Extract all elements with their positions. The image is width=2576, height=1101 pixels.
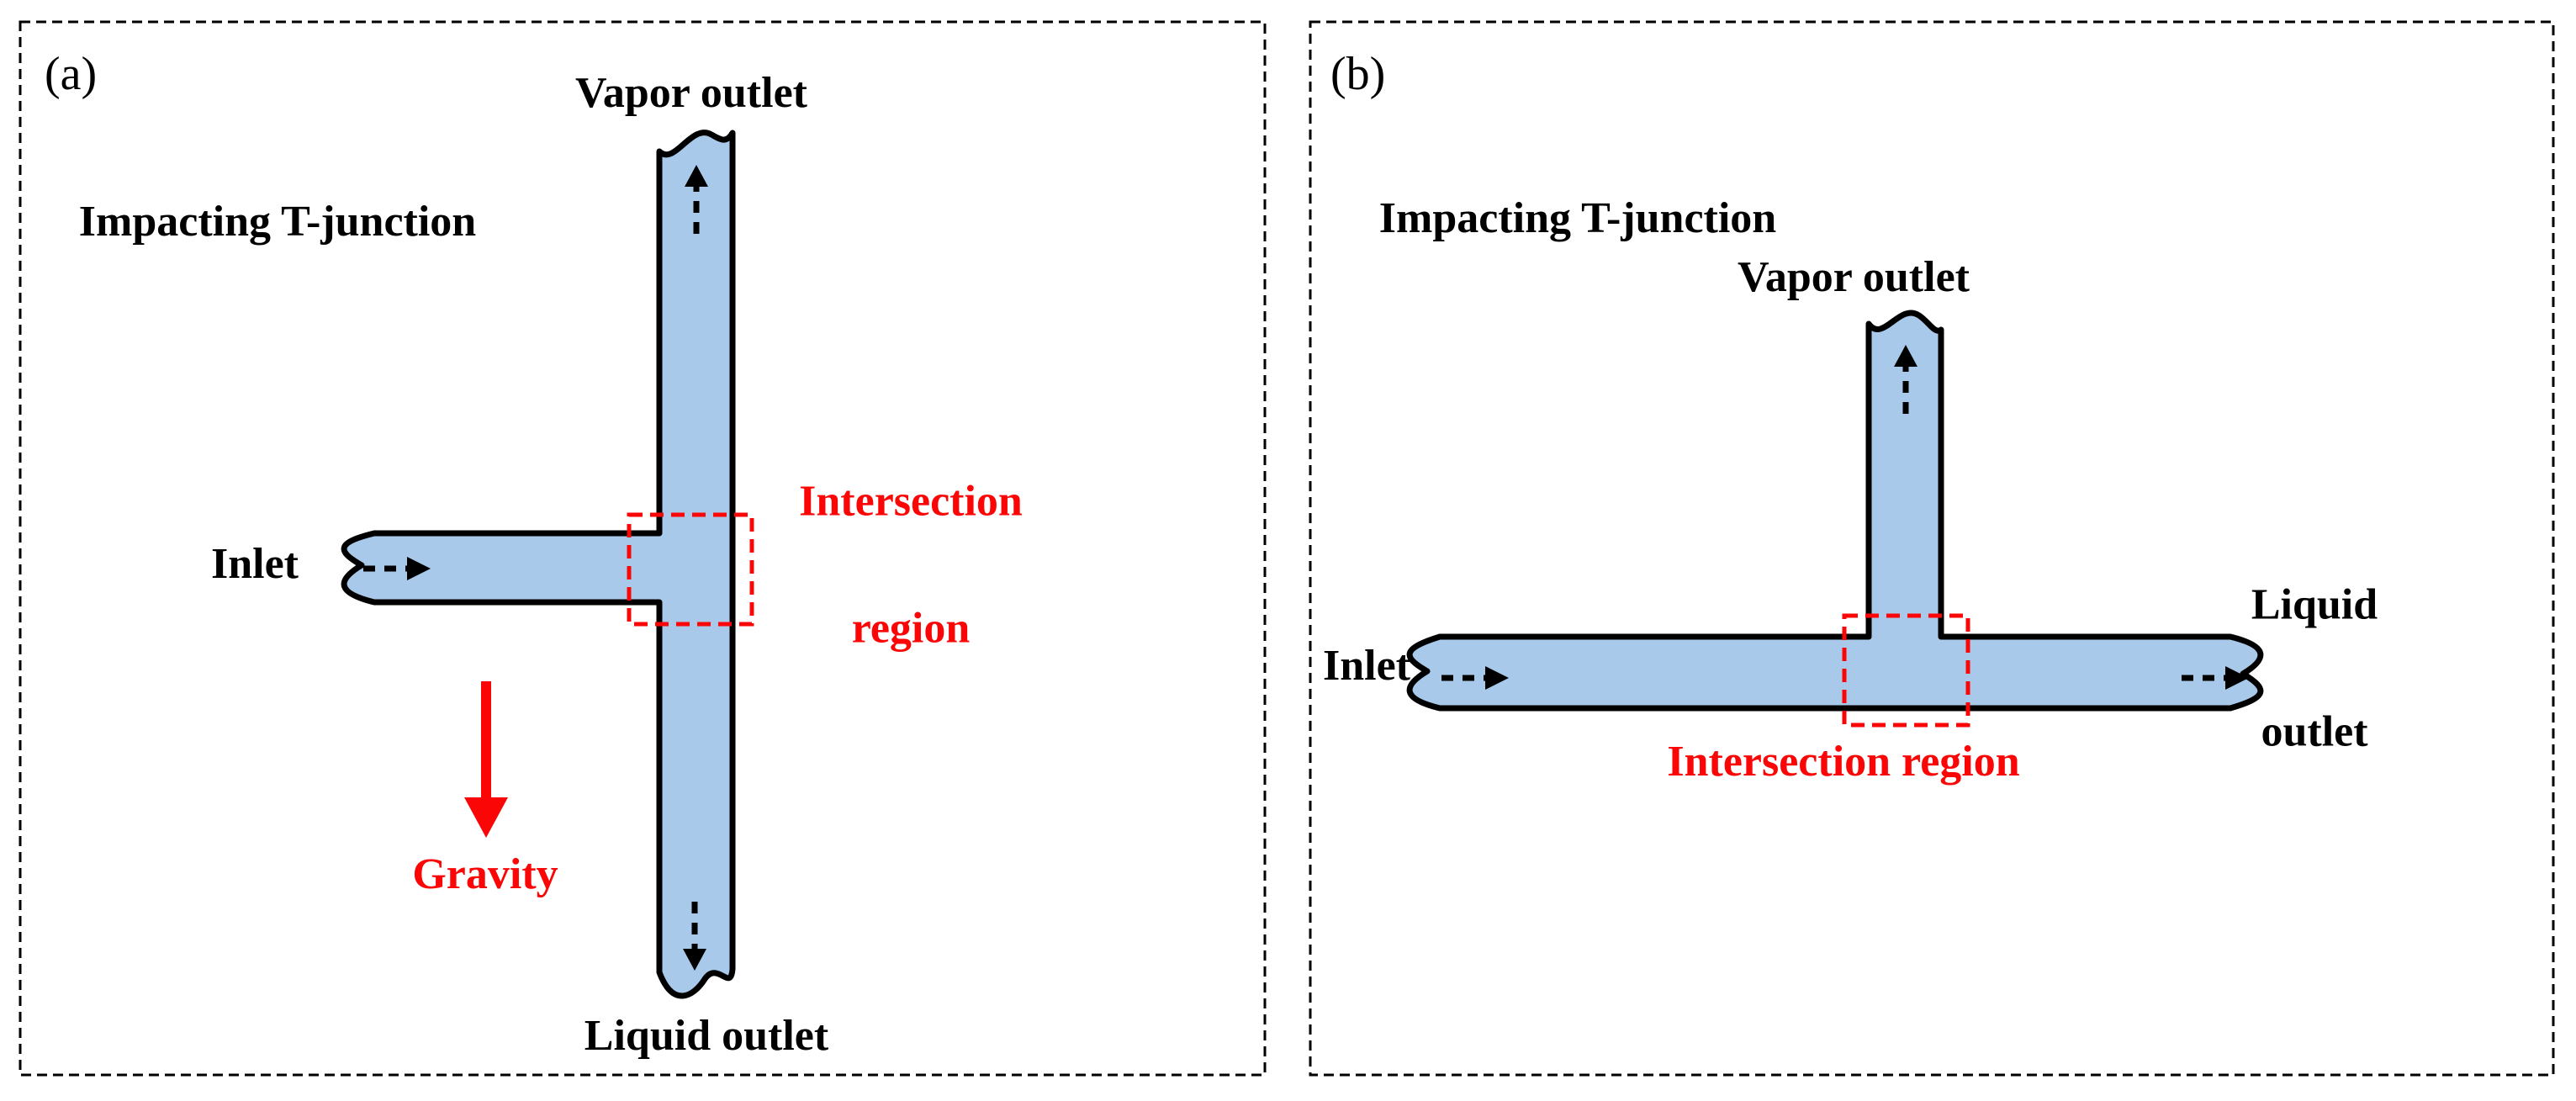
channel-t-junction-a bbox=[341, 130, 736, 999]
inlet-flow-arrow-b-icon bbox=[1441, 666, 1509, 690]
panel-a-border bbox=[19, 20, 1267, 1077]
channel-t-junction-b bbox=[1406, 310, 2264, 712]
panel-a-tag: (a) bbox=[45, 48, 98, 100]
inlet-label-a: Inlet bbox=[211, 540, 299, 589]
intersection-region-label-b: Intersection region bbox=[1667, 738, 2020, 786]
panel-b-tag: (b) bbox=[1330, 48, 1386, 100]
liquid-outlet-label-b: Liquid outlet bbox=[2251, 511, 2378, 828]
vapor-outlet-label-b: Vapor outlet bbox=[1738, 253, 1970, 302]
vapor-flow-arrow-b-icon bbox=[1894, 345, 1917, 414]
vapor-outlet-label-a: Vapor outlet bbox=[575, 69, 807, 118]
intersection-region-label-a: Intersection region bbox=[799, 407, 1023, 724]
panel-a-title: Impacting T-junction bbox=[78, 198, 477, 246]
liquid-outlet-label-a: Liquid outlet bbox=[584, 1012, 829, 1061]
liquid-outlet-label-b-line2: outlet bbox=[2261, 707, 2368, 756]
intersection-region-label-a-line1: Intersection bbox=[799, 477, 1023, 526]
panel-b-title: Impacting T-junction bbox=[1378, 194, 1777, 243]
intersection-region-label-a-line2: region bbox=[851, 604, 971, 653]
inlet-label-b: Inlet bbox=[1323, 642, 1410, 691]
vapor-flow-arrow-a-icon bbox=[685, 165, 708, 234]
intersection-region-box-a bbox=[627, 512, 754, 627]
inlet-flow-arrow-a-icon bbox=[363, 557, 431, 580]
liquid-flow-arrow-a-icon bbox=[683, 902, 706, 971]
gravity-arrow-icon bbox=[464, 681, 508, 838]
intersection-region-box-b bbox=[1842, 613, 1970, 728]
gravity-label: Gravity bbox=[412, 850, 558, 899]
panel-b-border bbox=[1309, 20, 2555, 1077]
liquid-outlet-label-b-line1: Liquid bbox=[2251, 580, 2378, 629]
liquid-flow-arrow-b-icon bbox=[2182, 666, 2249, 690]
